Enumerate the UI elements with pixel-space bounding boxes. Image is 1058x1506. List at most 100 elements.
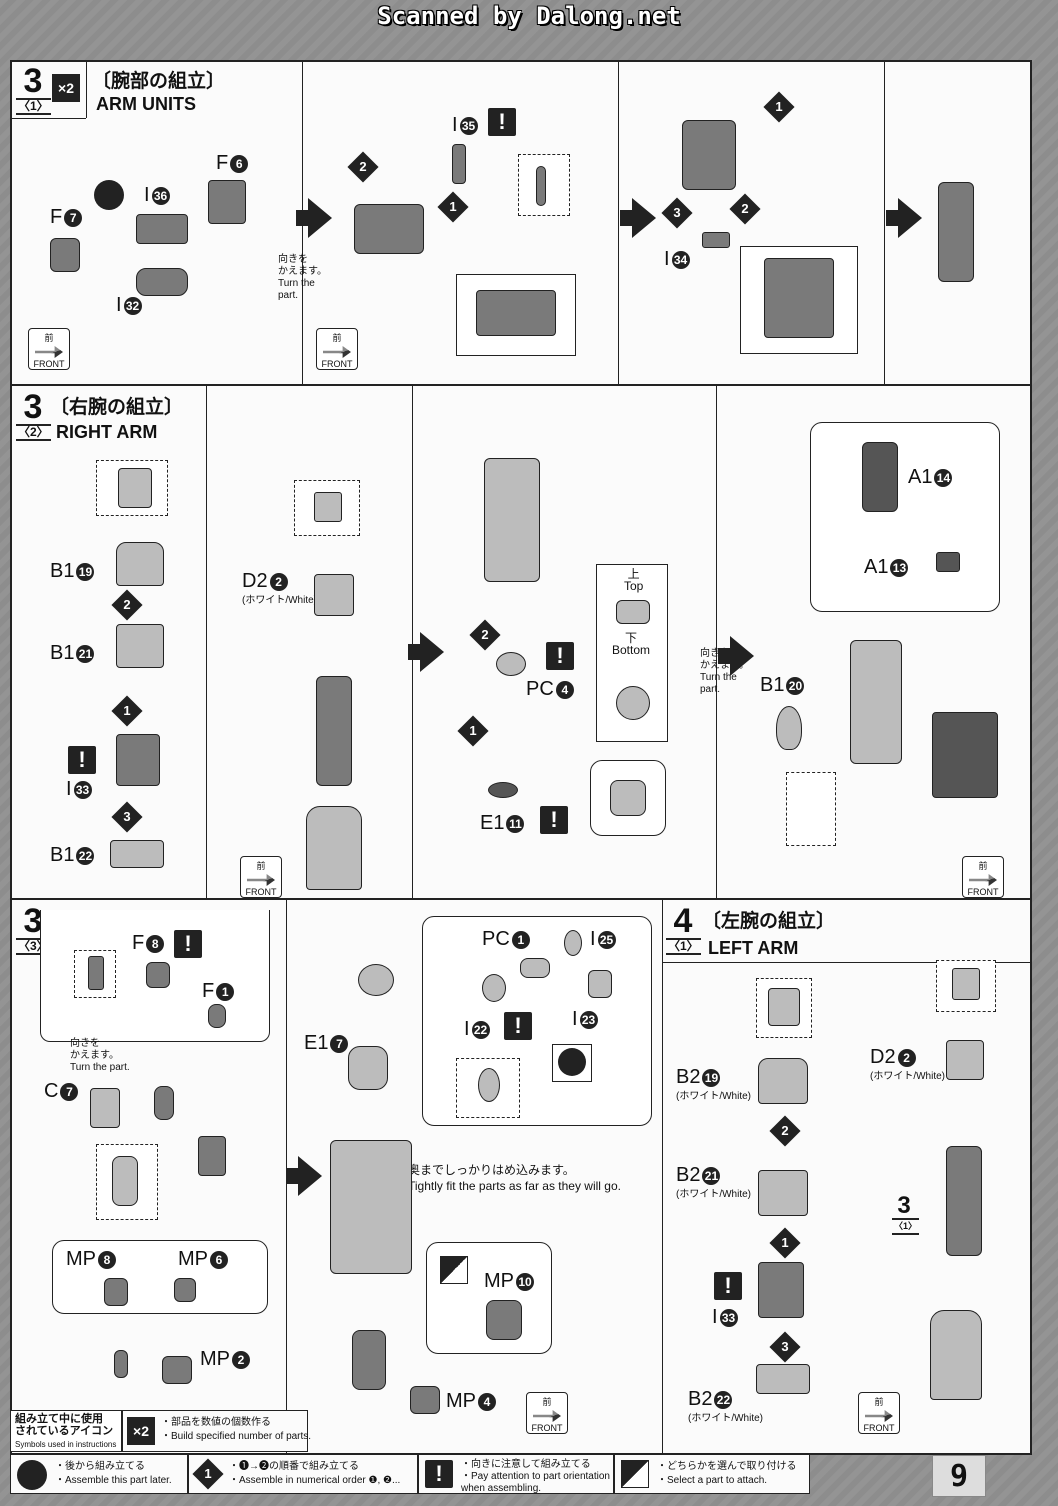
- step-order-3: 3: [111, 801, 143, 833]
- section-title-en: RIGHT ARM: [56, 422, 158, 442]
- attention-icon: !: [174, 930, 202, 958]
- step-order-1: 1: [437, 191, 469, 223]
- a1-detail-box: [810, 422, 1000, 612]
- assemble-later-icon: [558, 1048, 586, 1076]
- numbered-order-icon: 1: [192, 1458, 224, 1490]
- step-order-2: 2: [111, 589, 143, 621]
- select-part-icon: [621, 1460, 649, 1488]
- part-a1-14-shape: [862, 442, 898, 512]
- step-number: 4: [673, 902, 693, 940]
- part-mp6-shape: [174, 1278, 196, 1302]
- attention-icon: !: [488, 108, 516, 136]
- assembly-shape: [682, 120, 736, 190]
- result-shape: [764, 258, 834, 338]
- part-i35-detail: [536, 166, 546, 206]
- next-arrow: [408, 632, 444, 672]
- step-order-3: 3: [661, 197, 693, 229]
- part-a1-assembly-shape: [932, 712, 998, 798]
- arm-frame-shape: [316, 676, 352, 786]
- i22-detail-shape: [478, 1068, 500, 1102]
- arm-frame-shape: [946, 1146, 982, 1256]
- part-i36-shape: [136, 214, 188, 244]
- fit-note: 奥までしっかりはめ込みます。Tightly fit the parts as f…: [408, 1163, 621, 1193]
- part-f1-shape: [208, 1004, 226, 1028]
- part-a1-13-shape: [936, 552, 960, 572]
- multiplier-icon: ×2: [127, 1417, 155, 1445]
- pc4-bottom-view: [616, 686, 650, 720]
- pc4-top-view: [616, 600, 650, 624]
- section-title-jp: 〔左腕の組立〕: [702, 910, 836, 932]
- part-mp2-shape: [162, 1356, 192, 1384]
- part-pc1-shape: [520, 958, 550, 978]
- part-d2-shape: [946, 1040, 984, 1080]
- wrist-shape: [154, 1086, 174, 1120]
- step-order-1: 1: [457, 715, 489, 747]
- part-d2-shape: [314, 574, 354, 616]
- wrist-joint-shape: [198, 1136, 226, 1176]
- assembly-shape: [354, 204, 424, 254]
- step-order-1: 1: [111, 695, 143, 727]
- attention-icon: !: [546, 642, 574, 670]
- detail-shape: [314, 492, 342, 522]
- turn-note: 向きを かえます。Turn the part.: [700, 648, 749, 695]
- assemble-later-icon: [94, 180, 124, 210]
- part-i23-shape: [588, 970, 612, 998]
- part-pc4-shape: [496, 652, 526, 676]
- part-f7-shape: [50, 238, 80, 272]
- part-mp8-shape: [104, 1278, 128, 1306]
- legend-order: 1 ・❶→❷の順番で組み立てる ・Assemble in numerical o…: [188, 1454, 418, 1494]
- part-i32-shape: [136, 268, 188, 296]
- part-mp4-shape: [410, 1386, 440, 1414]
- scan-header: Scanned by Dalong.net: [377, 2, 681, 30]
- forearm-assembly-shape: [330, 1140, 412, 1274]
- step-order-2: 2: [469, 619, 501, 651]
- c7-detail-shape: [112, 1156, 138, 1206]
- multiplier-badge: ×2: [52, 74, 80, 102]
- legend-later: ・後から組み立てる ・Assemble this part later.: [10, 1454, 188, 1494]
- forearm-assembly-shape: [484, 458, 540, 582]
- detail-shape: [952, 968, 980, 1000]
- page-number: 9: [932, 1455, 986, 1497]
- turn-note: 向きを かえます。Turn the part.: [278, 254, 327, 301]
- section-title-jp: 〔腕部の組立〕: [92, 70, 226, 92]
- part-e1-7-shape: [348, 1046, 388, 1090]
- part-e1-11-shape: [488, 782, 518, 798]
- step-order-1: 1: [769, 1227, 801, 1259]
- f8-detail-shape: [88, 956, 104, 990]
- ref-step-sub: 〈1〉: [892, 1218, 920, 1235]
- part-b1-22-shape: [110, 840, 164, 868]
- result-shape: [476, 290, 556, 336]
- next-arrow: [886, 198, 922, 238]
- legend-multiplier: ×2 ・部品を数値の個数作る ・Build specified number o…: [122, 1410, 311, 1452]
- next-arrow: [718, 636, 754, 676]
- assemble-later-icon: [17, 1460, 47, 1490]
- part-c7-shape: [90, 1088, 120, 1128]
- next-arrow: [286, 1156, 322, 1196]
- detail-shape: [118, 468, 152, 508]
- step-number: 3: [23, 902, 43, 940]
- section-title-jp: 〔右腕の組立〕: [50, 396, 184, 418]
